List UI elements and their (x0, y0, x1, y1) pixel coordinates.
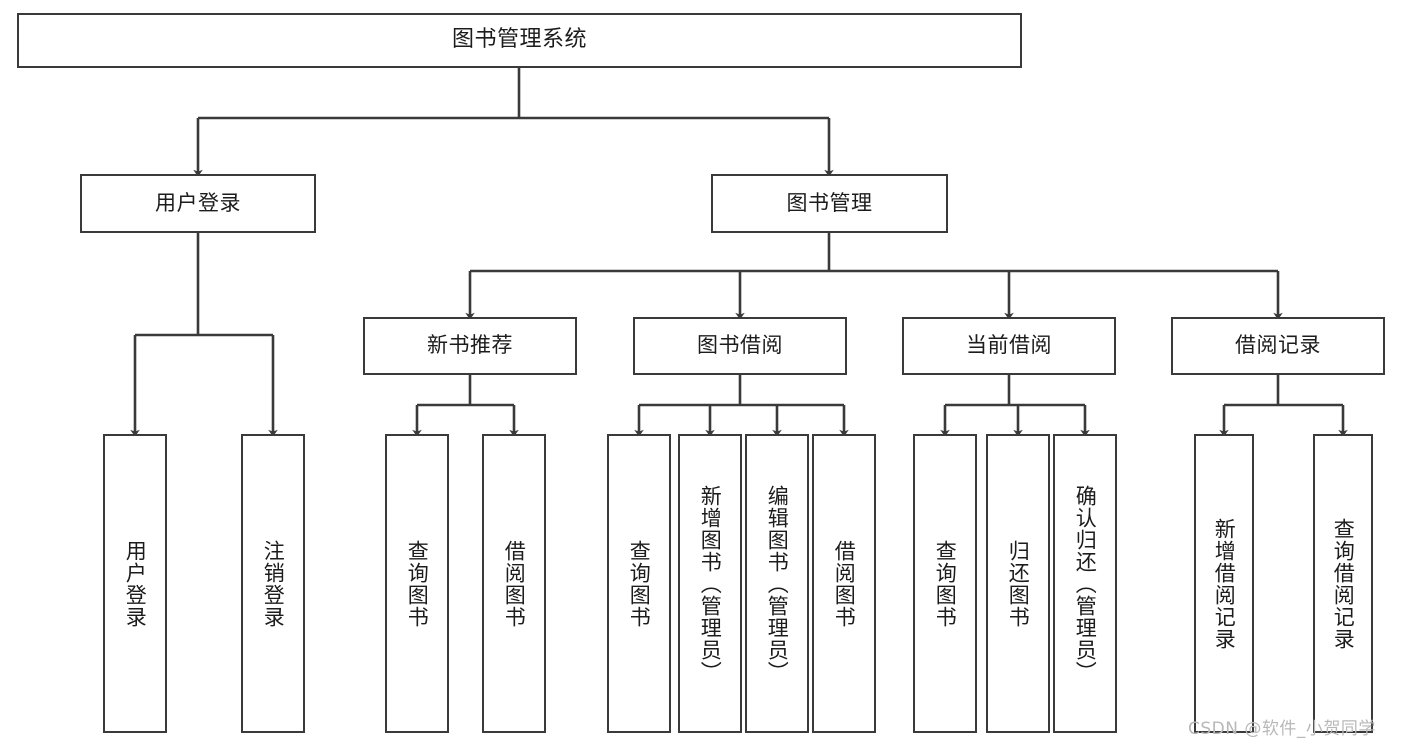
node-label: 确认归还（管理员） (1073, 484, 1098, 683)
csdn-watermark: CSDN @软件_小贺同学 (1188, 719, 1376, 739)
node-new-book-recommend[interactable]: 新书推荐 (363, 317, 577, 375)
node-label: 查询图书 (933, 539, 958, 628)
node-label: 图书借阅 (697, 333, 783, 358)
node-label: 编辑图书（管理员） (765, 484, 790, 683)
node-book-manage[interactable]: 图书管理 (711, 174, 948, 233)
node-label: 查询图书 (405, 539, 430, 628)
node-leaf-add-book[interactable]: 新增图书（管理员） (678, 434, 742, 733)
node-leaf-borrow-book-recommend[interactable]: 借阅图书 (482, 434, 546, 733)
node-label: 查询图书 (627, 539, 652, 628)
node-label: 借阅图书 (832, 539, 857, 628)
node-label: 借阅记录 (1235, 333, 1321, 358)
node-user-login[interactable]: 用户登录 (80, 174, 316, 233)
node-leaf-edit-book[interactable]: 编辑图书（管理员） (745, 434, 809, 733)
node-label: 归还图书 (1006, 539, 1031, 628)
node-leaf-query-book-recommend[interactable]: 查询图书 (385, 434, 449, 733)
node-label: 图书管理系统 (451, 27, 587, 53)
node-leaf-user-login[interactable]: 用户登录 (103, 434, 167, 733)
node-leaf-add-borrow-record[interactable]: 新增借阅记录 (1194, 434, 1254, 733)
node-leaf-query-borrow-record[interactable]: 查询借阅记录 (1313, 434, 1373, 733)
root-node[interactable]: 图书管理系统 (17, 13, 1022, 68)
node-leaf-user-logout[interactable]: 注销登录 (241, 434, 305, 733)
node-label: 新增借阅记录 (1212, 517, 1237, 650)
node-label: 用户登录 (123, 539, 148, 628)
node-label: 注销登录 (261, 539, 286, 628)
node-label: 查询借阅记录 (1331, 517, 1356, 650)
node-label: 新增图书（管理员） (698, 484, 723, 683)
node-book-borrow[interactable]: 图书借阅 (633, 317, 847, 375)
node-leaf-confirm-return[interactable]: 确认归还（管理员） (1053, 434, 1117, 733)
node-current-borrow[interactable]: 当前借阅 (902, 317, 1116, 375)
node-leaf-borrow-book[interactable]: 借阅图书 (812, 434, 876, 733)
node-label: 借阅图书 (502, 539, 527, 628)
node-label: 当前借阅 (966, 333, 1052, 358)
node-leaf-query-book-borrow[interactable]: 查询图书 (607, 434, 671, 733)
node-label: 新书推荐 (427, 333, 513, 358)
node-label: 图书管理 (786, 190, 873, 215)
node-leaf-return-book[interactable]: 归还图书 (986, 434, 1050, 733)
node-leaf-query-book-current[interactable]: 查询图书 (913, 434, 977, 733)
node-label: 用户登录 (155, 190, 241, 215)
node-borrow-record[interactable]: 借阅记录 (1171, 317, 1385, 375)
